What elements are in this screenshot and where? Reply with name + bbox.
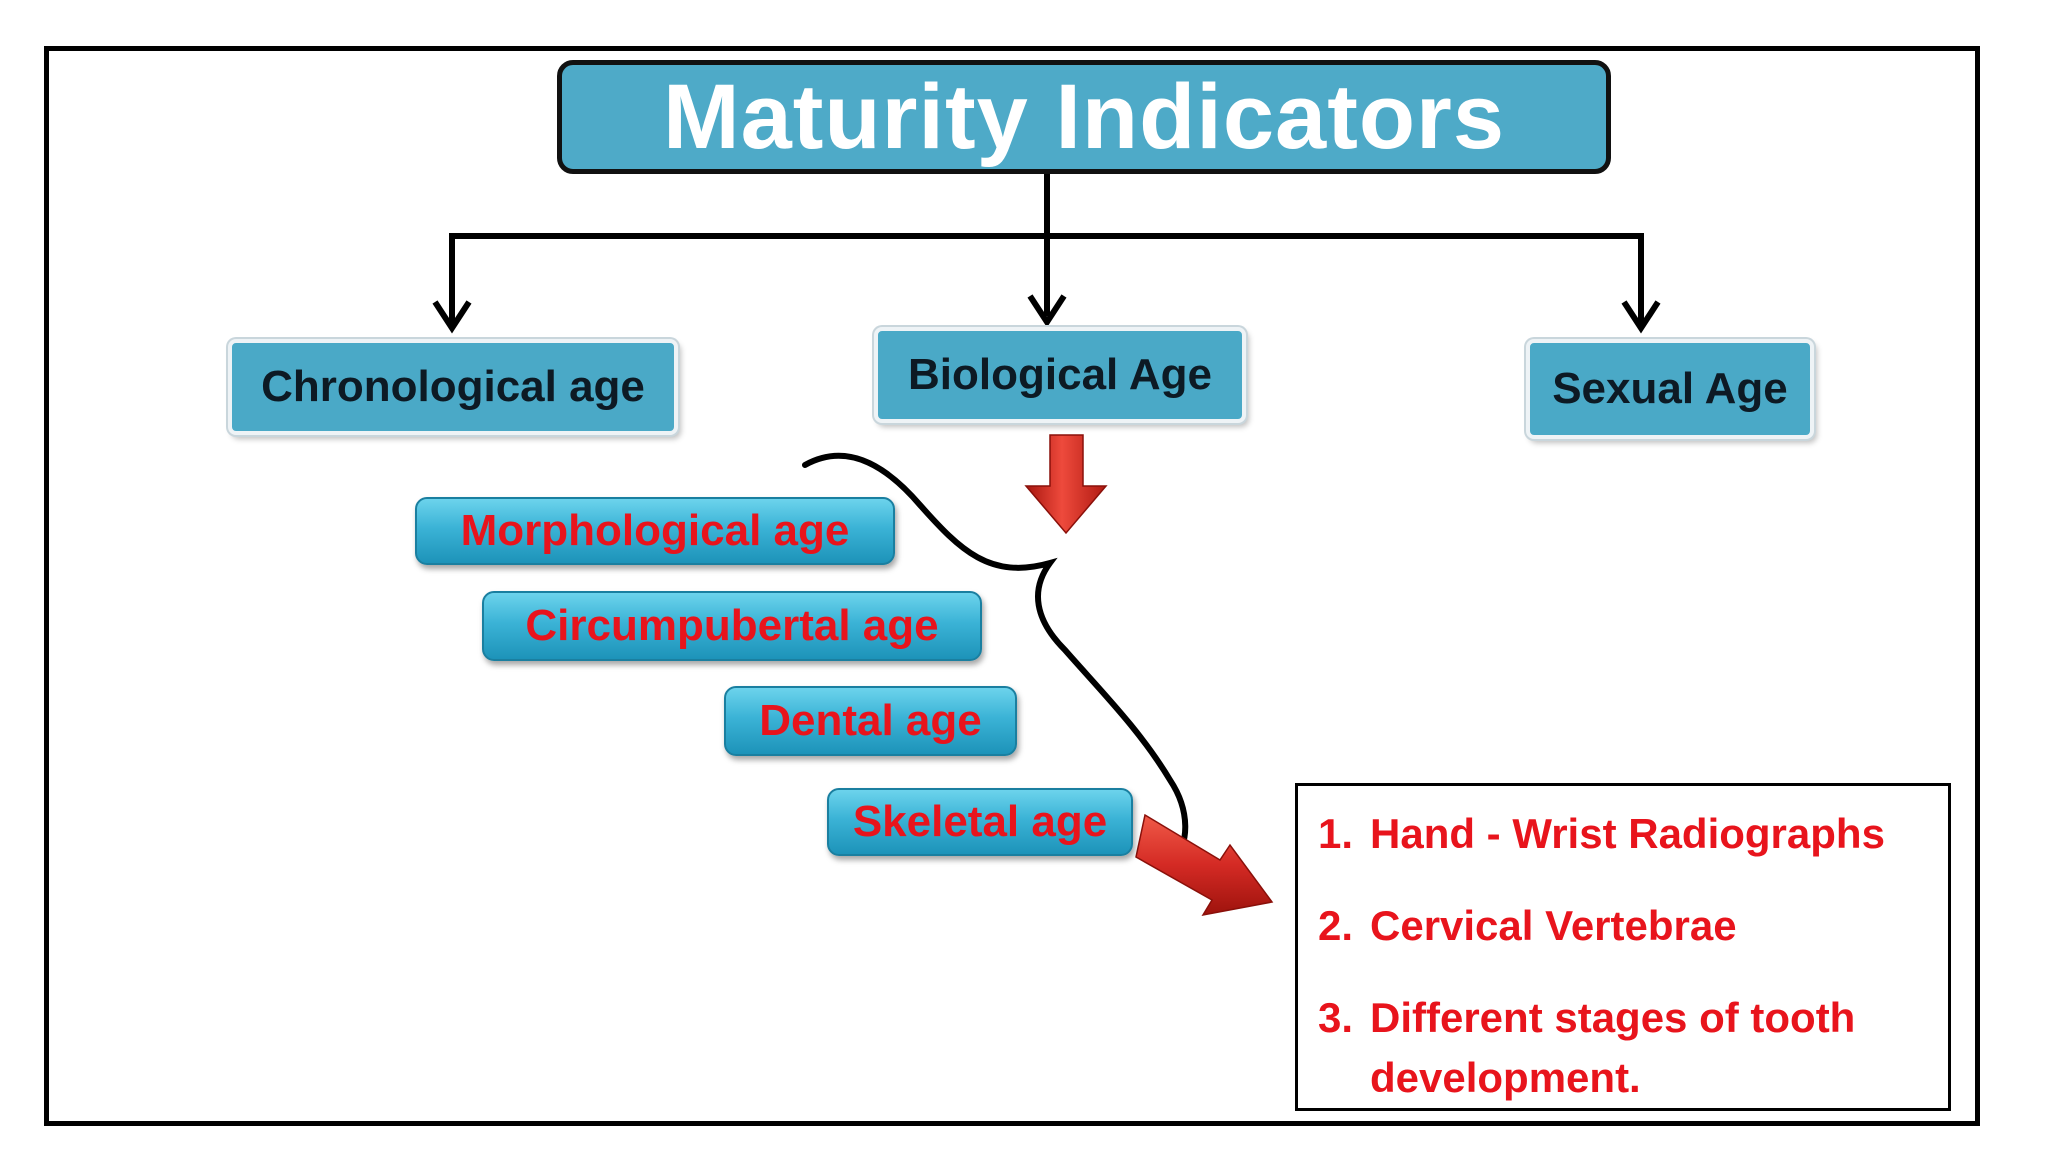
biological-age-label: Biological Age	[908, 350, 1212, 399]
method-item: 1. Hand - Wrist Radiographs	[1318, 804, 1932, 864]
skeletal-age-box: Skeletal age	[827, 788, 1133, 856]
chronological-age-label: Chronological age	[261, 362, 645, 411]
tree-connector	[432, 174, 1661, 334]
skeletal-age-label: Skeletal age	[852, 797, 1108, 846]
circumpubertal-age-label: Circumpubertal age	[525, 601, 939, 650]
circumpubertal-age-box: Circumpubertal age	[482, 591, 982, 661]
arrowhead-left-icon	[432, 300, 472, 334]
chronological-age-box: Chronological age	[228, 339, 678, 435]
method-text: Different stages of tooth development.	[1370, 994, 1856, 1101]
red-down-arrow-icon	[1024, 434, 1108, 535]
method-item: 3. Different stages of tooth development…	[1318, 988, 1932, 1108]
red-diagonal-arrow-icon	[1135, 813, 1274, 917]
diagram-title: Maturity Indicators	[557, 60, 1611, 174]
arrowhead-right-icon	[1621, 300, 1661, 334]
dental-age-label: Dental age	[759, 696, 982, 745]
morphological-age-label: Morphological age	[460, 506, 850, 555]
method-text: Cervical Vertebrae	[1370, 902, 1737, 949]
arrowhead-center-icon	[1027, 294, 1067, 328]
method-number: 2.	[1318, 902, 1354, 949]
skeletal-methods-box: 1. Hand - Wrist Radiographs 2. Cervical …	[1295, 783, 1951, 1111]
skeletal-methods-list: 1. Hand - Wrist Radiographs 2. Cervical …	[1318, 804, 1932, 1108]
method-number: 1.	[1318, 810, 1354, 857]
sexual-age-label: Sexual Age	[1552, 364, 1788, 413]
morphological-age-box: Morphological age	[415, 497, 895, 565]
method-text: Hand - Wrist Radiographs	[1370, 810, 1885, 857]
method-number: 3.	[1318, 994, 1354, 1041]
biological-age-box: Biological Age	[874, 327, 1246, 423]
dental-age-box: Dental age	[724, 686, 1017, 756]
method-item: 2. Cervical Vertebrae	[1318, 896, 1932, 956]
sexual-age-box: Sexual Age	[1526, 339, 1814, 439]
curly-brace-icon	[802, 452, 1189, 865]
